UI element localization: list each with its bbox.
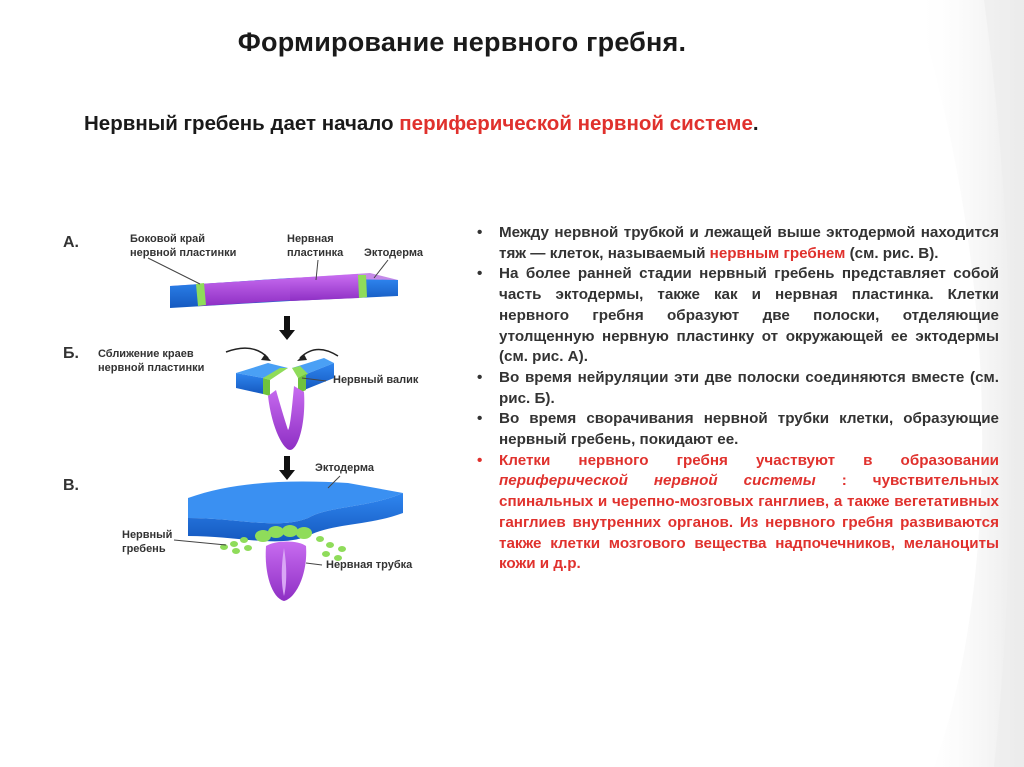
panel-c-letter: В. <box>63 477 79 494</box>
label-ectoderm-c: Эктодерма <box>315 462 375 474</box>
page-subtitle: Нервный гребень дает начало периферическ… <box>84 112 759 135</box>
bullet-item-4: Во время сворачивания нервной трубки кле… <box>474 409 999 450</box>
label-neural-plate-2: пластинка <box>287 247 344 259</box>
label-neural-plate-1: Нервная <box>287 233 334 245</box>
label-neural-crest-2: гребень <box>122 543 166 555</box>
panel-a: А. Боковой край нервной пластинки Нервна… <box>63 233 424 340</box>
highlight-neural-crest: нервным гребнем <box>709 244 846 262</box>
label-neural-crest-1: Нервный <box>122 529 172 541</box>
page-title: Формирование нервного гребня. <box>237 27 687 57</box>
bullet-item-5: Клетки нервного гребня участвуют в образ… <box>474 451 999 575</box>
panel-b-letter: Б. <box>63 345 79 362</box>
panel-c: В. Эктодерма Нервный гребень Нервная тру… <box>63 462 413 601</box>
page-curl-decoration <box>914 0 1024 767</box>
label-lateral-edge-1: Боковой край <box>130 233 205 245</box>
label-ectoderm-a: Эктодерма <box>364 247 424 259</box>
bullet-list: Между нервной трубкой и лежащей выше экт… <box>474 223 999 575</box>
bullet-item-1: Между нервной трубкой и лежащей выше экт… <box>474 223 999 264</box>
italic-pns: периферической нервной системы <box>499 472 816 490</box>
label-lateral-edge-2: нервной пластинки <box>130 247 236 259</box>
label-neural-fold: Нервный валик <box>333 374 419 386</box>
bullet-item-3: Во время нейруляции эти две полоски соед… <box>474 368 999 409</box>
bullet-item-2: На более ранней стадии нервный гребень п… <box>474 264 999 368</box>
neural-crest-diagram: А. Боковой край нервной пластинки Нервна… <box>63 233 424 601</box>
bullet-list-container: Между нервной трубкой и лежащей выше экт… <box>474 223 999 575</box>
label-convergence-2: нервной пластинки <box>98 362 204 374</box>
label-neural-tube: Нервная трубка <box>326 559 413 571</box>
panel-a-letter: А. <box>63 234 79 251</box>
label-convergence-1: Сближение краев <box>98 348 194 360</box>
neural-crest-cells <box>220 525 346 561</box>
subtitle-highlight: периферической нервной системе <box>399 112 753 135</box>
panel-b: Б. Сближение краев нервной пластинки Нер… <box>63 345 419 480</box>
